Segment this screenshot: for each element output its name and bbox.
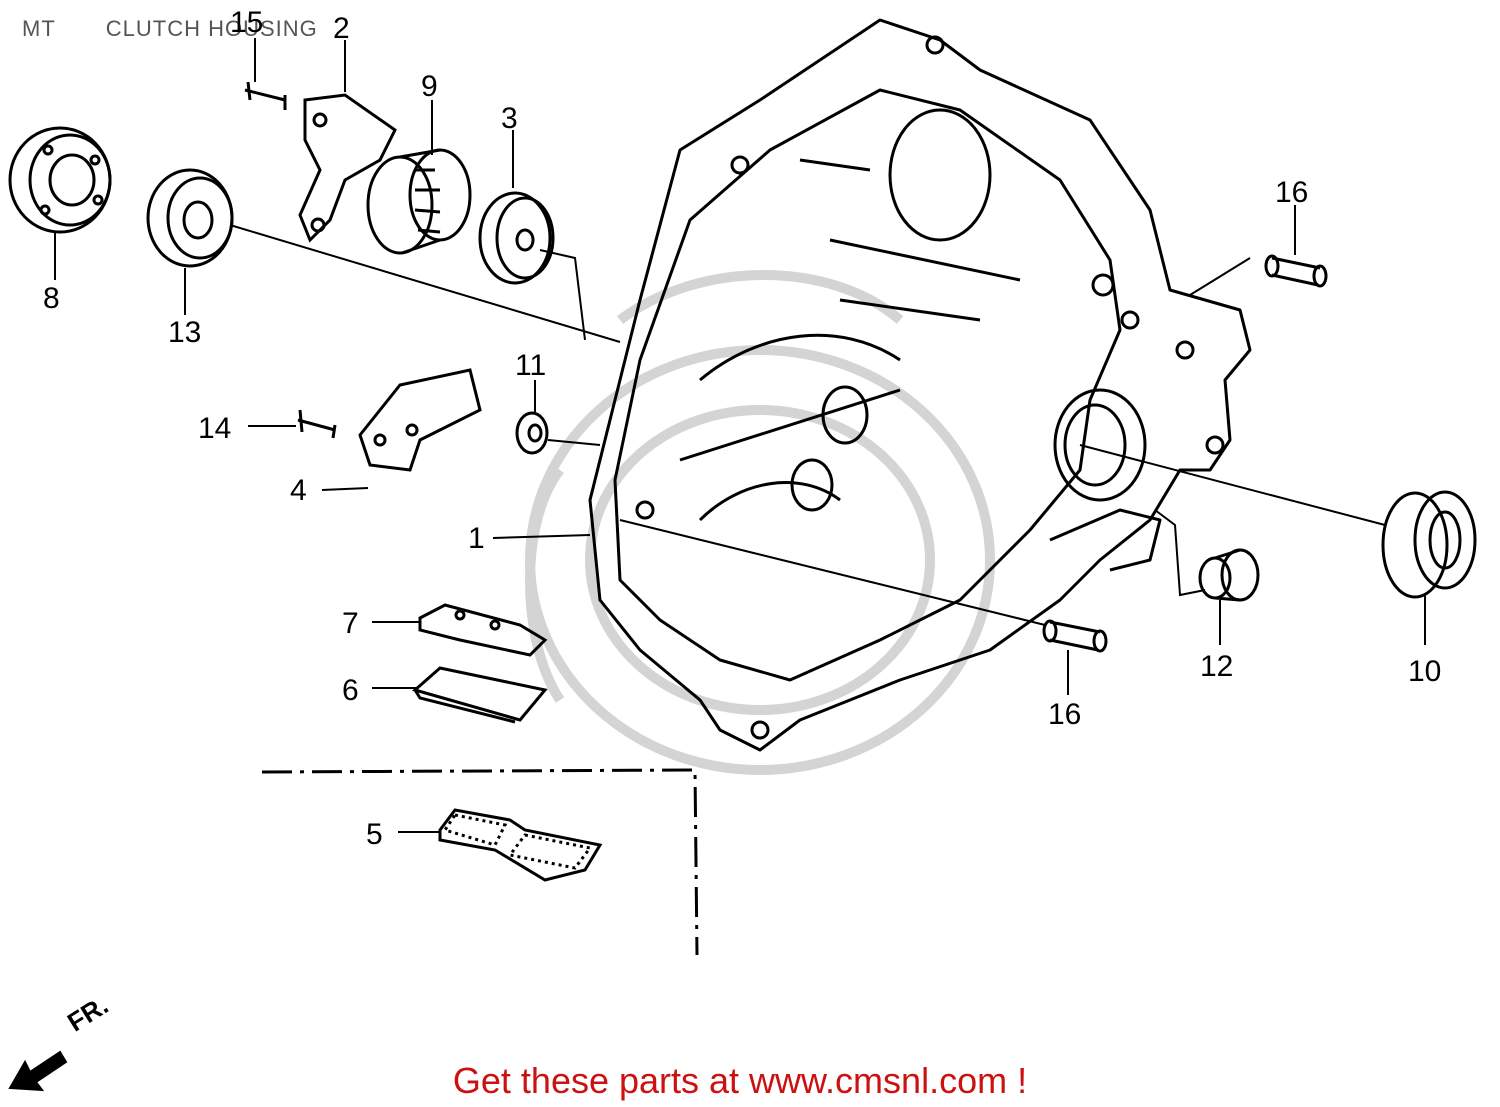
dowel-pin-part-16b[interactable]	[1042, 619, 1108, 653]
callout-12: 12	[1200, 650, 1233, 683]
seal-part-11[interactable]	[515, 411, 549, 455]
callout-8: 8	[43, 282, 60, 315]
bushing-part-12[interactable]	[1198, 548, 1260, 602]
callout-6: 6	[342, 674, 359, 707]
oil-seal-part-13[interactable]	[146, 168, 234, 268]
cover-part-4[interactable]	[358, 368, 482, 472]
front-direction-arrow	[8, 1050, 68, 1092]
pad-part-5[interactable]	[438, 808, 603, 882]
washer-part-3[interactable]	[478, 191, 555, 285]
pad-part-6[interactable]	[411, 666, 548, 724]
footer-link[interactable]: Get these parts at www.cmsnl.com !	[0, 1060, 1500, 1102]
callout-9: 9	[421, 70, 438, 103]
leader-lines	[54, 38, 1426, 833]
diagram-header: MT CLUTCH HOUSING	[22, 16, 318, 42]
callout-16-bottom: 16	[1048, 698, 1081, 731]
callout-11: 11	[515, 349, 546, 382]
bearing-part-8[interactable]	[8, 126, 112, 234]
oil-seal-part-10[interactable]	[1381, 490, 1477, 599]
callout-5: 5	[366, 818, 383, 851]
callout-16-top: 16	[1275, 176, 1308, 209]
clutch-housing-part-1[interactable]	[588, 18, 1252, 752]
plate-part-2[interactable]	[298, 93, 397, 243]
callout-7: 7	[342, 607, 359, 640]
model-label: MT	[22, 16, 56, 41]
section-title: CLUTCH HOUSING	[105, 16, 318, 41]
callout-13: 13	[168, 316, 201, 349]
watermark-logo	[525, 270, 995, 775]
variant-boundary	[261, 768, 699, 956]
callout-2: 2	[333, 12, 350, 45]
plate-part-7[interactable]	[418, 603, 548, 657]
dowel-pin-part-16a[interactable]	[1264, 254, 1328, 288]
callout-4: 4	[290, 474, 307, 507]
callout-10: 10	[1408, 655, 1441, 688]
footer-link-text[interactable]: Get these parts at www.cmsnl.com !	[452, 1060, 1028, 1101]
bolt-part-15[interactable]	[244, 81, 287, 110]
bolt-part-14[interactable]	[297, 409, 337, 439]
callout-3: 3	[501, 102, 518, 135]
callout-14: 14	[198, 412, 231, 445]
needle-bearing-part-9[interactable]	[366, 148, 472, 255]
callout-1: 1	[468, 522, 485, 555]
callout-15: 15	[230, 6, 263, 39]
callout-labels: 15 2 9 3 8 13 14 4 11 1 7 6 5 16 12 10 1…	[43, 6, 1441, 851]
